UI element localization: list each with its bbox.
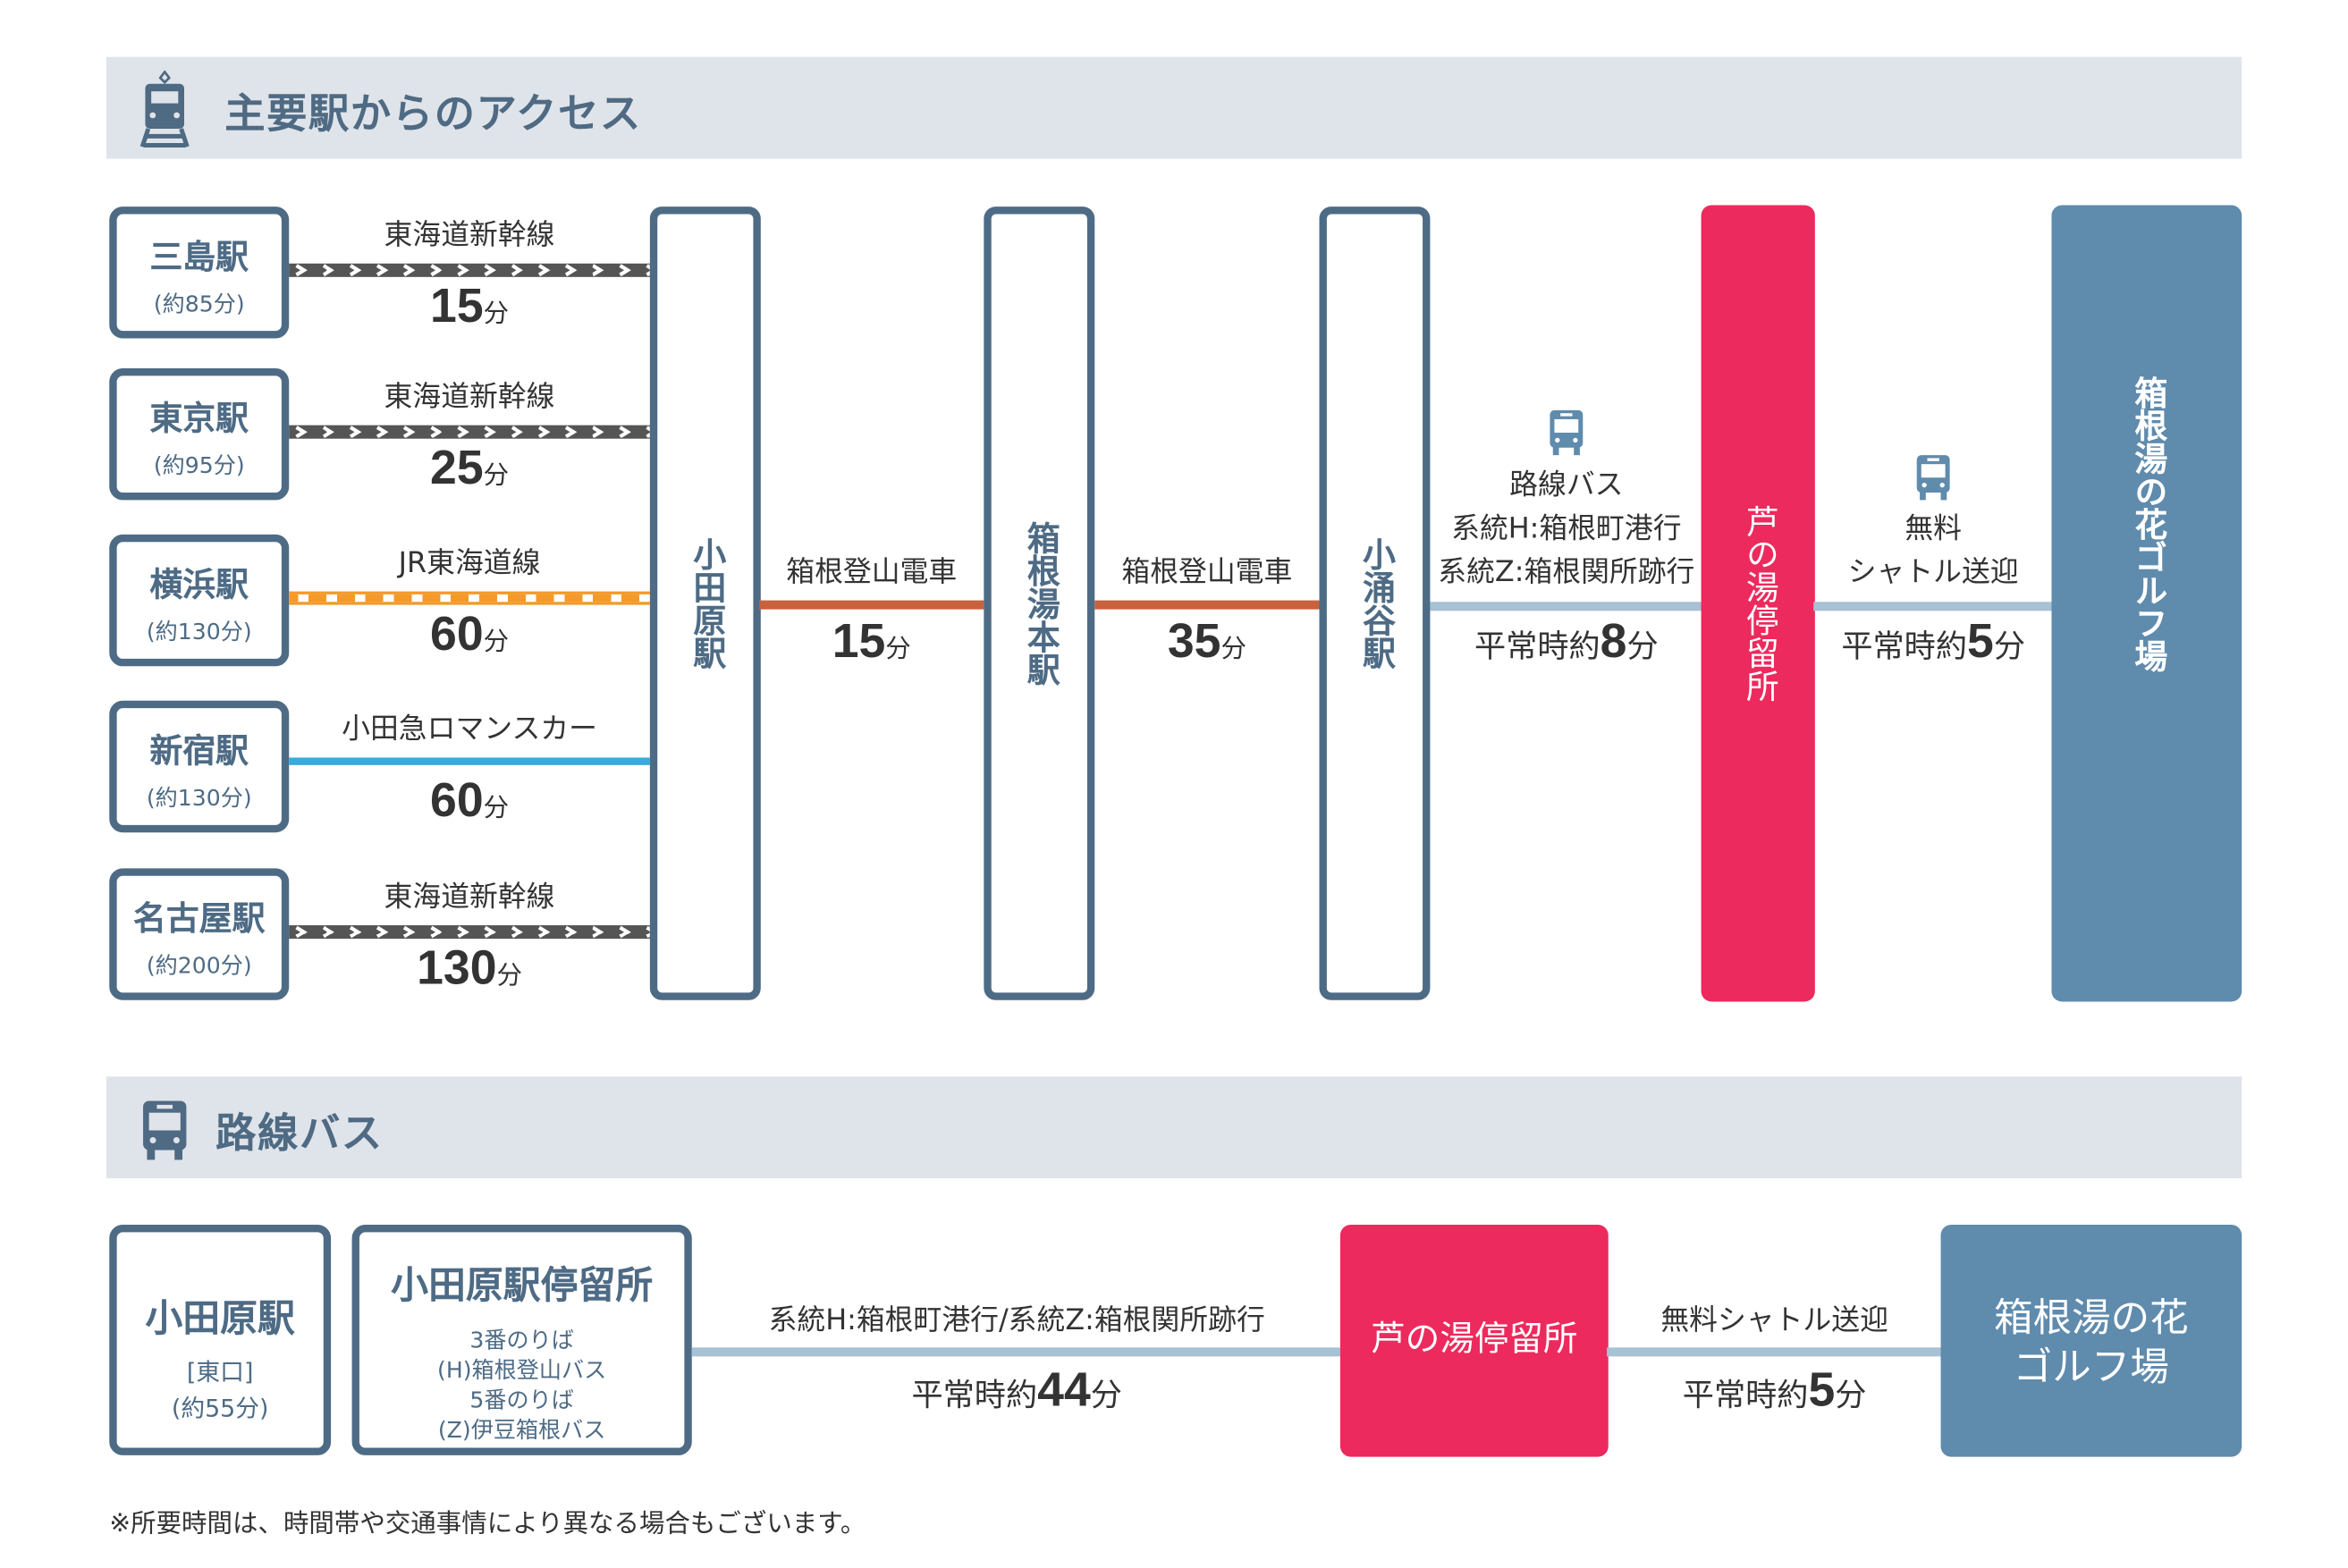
- shuttle-label: 無料シャトル送迎: [1660, 1303, 1888, 1337]
- total-time: (約85分): [153, 290, 245, 318]
- route-line-tozan-1: [759, 600, 984, 610]
- station-name: 横浜駅: [149, 567, 249, 605]
- station-name: 三島駅: [149, 239, 249, 277]
- line-name: 東海道新幹線: [384, 880, 555, 914]
- bus-icon: [1550, 409, 1584, 456]
- segment-time: 平常時約5分: [1841, 613, 2025, 668]
- travel-time: 15分: [430, 278, 510, 333]
- shuttle-time: 平常時約5分: [1682, 1362, 1867, 1417]
- origin-station: 名古屋駅 (約200分): [109, 868, 290, 1000]
- origin-station: 新宿駅 (約130分): [109, 700, 290, 833]
- route-line-shinkansen: [289, 263, 650, 277]
- total-time: (約55分): [171, 1394, 269, 1423]
- line-name: 東海道新幹線: [384, 218, 555, 252]
- bus-icon: [1916, 455, 1950, 501]
- station-label: 小涌谷駅: [1356, 537, 1395, 670]
- route-line-odakyu: [289, 757, 650, 765]
- train-icon: [139, 70, 190, 148]
- bus-icon: [143, 1100, 187, 1160]
- destination-golf-course: 箱根湯の花ゴルフ場: [1940, 1224, 2242, 1457]
- travel-time: 130分: [417, 940, 522, 995]
- station-name: 小田原駅: [145, 1296, 295, 1340]
- segment-label: 箱根登山電車: [786, 555, 958, 589]
- origin-station: 三島駅 (約85分): [109, 207, 290, 339]
- segment-label: 箱根登山電車: [1121, 555, 1293, 589]
- line-name: 東海道新幹線: [384, 380, 555, 414]
- destination-golf-course: 箱根湯の花ゴルフ場: [2051, 205, 2242, 1002]
- station-ashinoyu: 芦の湯停留所: [1701, 205, 1815, 1002]
- stop-name: 小田原駅停留所: [391, 1263, 654, 1308]
- total-time: (約130分): [146, 784, 252, 812]
- travel-time: 25分: [430, 440, 510, 494]
- station-odawara: 小田原駅: [649, 207, 761, 1000]
- segment-time: 平常時約8分: [1474, 613, 1659, 668]
- station-label: 箱根湯の花ゴルフ場: [2128, 375, 2166, 672]
- route-line-tozan-2: [1094, 600, 1320, 610]
- segment-time: 35分: [1167, 613, 1246, 668]
- route-label: 系統H:箱根町港行/系統Z:箱根関所跡行: [768, 1303, 1265, 1337]
- segment-label: 路線バス系統H:箱根町港行系統Z:箱根関所跡行: [1438, 468, 1695, 589]
- route-line-shinkansen: [289, 425, 650, 439]
- route-line-shuttle: [1813, 602, 2054, 611]
- total-time: (約200分): [146, 952, 252, 980]
- station-name: 東京駅: [149, 400, 249, 439]
- segment-label: 無料シャトル送迎: [1847, 511, 2019, 589]
- bus-stop-ashinoyu: 芦の湯停留所: [1339, 1224, 1609, 1457]
- line-name: JR東海道線: [398, 546, 541, 580]
- travel-time: 60分: [430, 772, 510, 827]
- station-hakone-yumoto: 箱根湯本駅: [984, 207, 1095, 1000]
- route-time: 平常時約44分: [911, 1362, 1122, 1417]
- footnote: ※所要時間は、時間帯や交通事情により異なる場合もございます。: [109, 1509, 866, 1539]
- section-title: 路線バス: [215, 1110, 384, 1158]
- station-name: 名古屋駅: [133, 901, 266, 940]
- station-label: 箱根湯本駅: [1021, 520, 1060, 687]
- station-label: 小田原駅: [687, 537, 725, 670]
- route-line-bus: [1430, 602, 1703, 611]
- station-exit: [東口]: [186, 1358, 254, 1387]
- route-line-bus: [691, 1347, 1342, 1357]
- travel-time: 60分: [430, 606, 510, 661]
- route-line-jr: [289, 591, 650, 605]
- section-title: 主要駅からのアクセス: [224, 91, 642, 139]
- section-header-access: 主要駅からのアクセス: [106, 56, 2242, 159]
- station-kowakidani: 小涌谷駅: [1319, 207, 1431, 1000]
- section-header-bus: 路線バス: [106, 1076, 2242, 1179]
- origin-station: 横浜駅 (約130分): [109, 534, 290, 667]
- line-name: 小田急ロマンスカー: [342, 712, 597, 746]
- bus-origin-odawara: 小田原駅 [東口] (約55分): [109, 1224, 332, 1455]
- origin-station: 東京駅 (約95分): [109, 368, 290, 501]
- total-time: (約95分): [153, 451, 245, 479]
- total-time: (約130分): [146, 618, 252, 645]
- route-line-shinkansen: [289, 925, 650, 940]
- segment-time: 15分: [832, 613, 911, 668]
- route-line-shuttle: [1607, 1347, 1943, 1357]
- station-name: 新宿駅: [149, 733, 249, 771]
- station-label: 芦の湯停留所: [1740, 504, 1778, 703]
